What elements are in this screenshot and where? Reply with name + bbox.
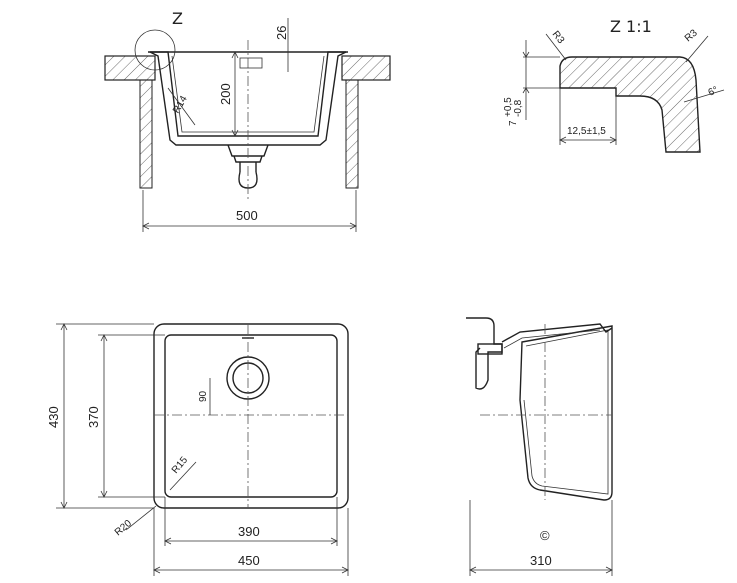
countertop-left bbox=[104, 55, 156, 81]
side-view: 310 © bbox=[466, 317, 613, 576]
thickness-main: 7 bbox=[508, 120, 519, 126]
detail-z-marker-circle bbox=[134, 29, 176, 71]
countertop-right bbox=[341, 55, 391, 81]
top-view: 90 R15 R20 430 370 390 450 bbox=[46, 323, 349, 576]
side-depth-label: 310 bbox=[530, 553, 552, 568]
outer-depth-label: 430 bbox=[46, 406, 61, 428]
drain-offset-label: 90 bbox=[198, 390, 209, 402]
cabinet-wall-left bbox=[139, 79, 153, 189]
front-section-view: Z 200 26 R14 500 bbox=[104, 9, 391, 232]
outer-radius-label: R20 bbox=[113, 518, 134, 539]
width-dimension-label: 500 bbox=[236, 208, 258, 223]
sink-inner-outline bbox=[164, 334, 338, 498]
sink-body-outline bbox=[149, 51, 347, 146]
inner-radius-label: R15 bbox=[170, 454, 191, 475]
rim-dimension-label: 26 bbox=[274, 26, 289, 40]
thickness-tol-lower: -0,8 bbox=[513, 99, 524, 117]
inner-width-label: 390 bbox=[238, 524, 260, 539]
depth-dimension-label: 200 bbox=[218, 83, 233, 105]
rim-cross-section bbox=[559, 56, 701, 153]
inner-depth-label: 370 bbox=[86, 406, 101, 428]
side-sink-body bbox=[519, 325, 613, 501]
radius-left-label: R3 bbox=[550, 29, 567, 46]
outer-width-label: 450 bbox=[238, 553, 260, 568]
thickness-tol-upper: +0,5 bbox=[503, 97, 514, 117]
detail-z-title: Z 1:1 bbox=[610, 17, 652, 36]
angle-label: 6° bbox=[707, 85, 720, 99]
copyright-symbol: © bbox=[540, 528, 550, 543]
side-overflow-hose bbox=[501, 323, 613, 343]
sink-outer-outline bbox=[153, 323, 349, 509]
detail-z-view: Z 1:1 7 +0,5 -0,8 12,5±1,5 R3 R3 6° bbox=[503, 17, 725, 153]
radius-right-label: R3 bbox=[683, 27, 700, 44]
offset-label: 12,5±1,5 bbox=[567, 126, 606, 137]
cabinet-wall-right bbox=[345, 79, 359, 189]
detail-z-marker-label: Z bbox=[172, 9, 183, 28]
